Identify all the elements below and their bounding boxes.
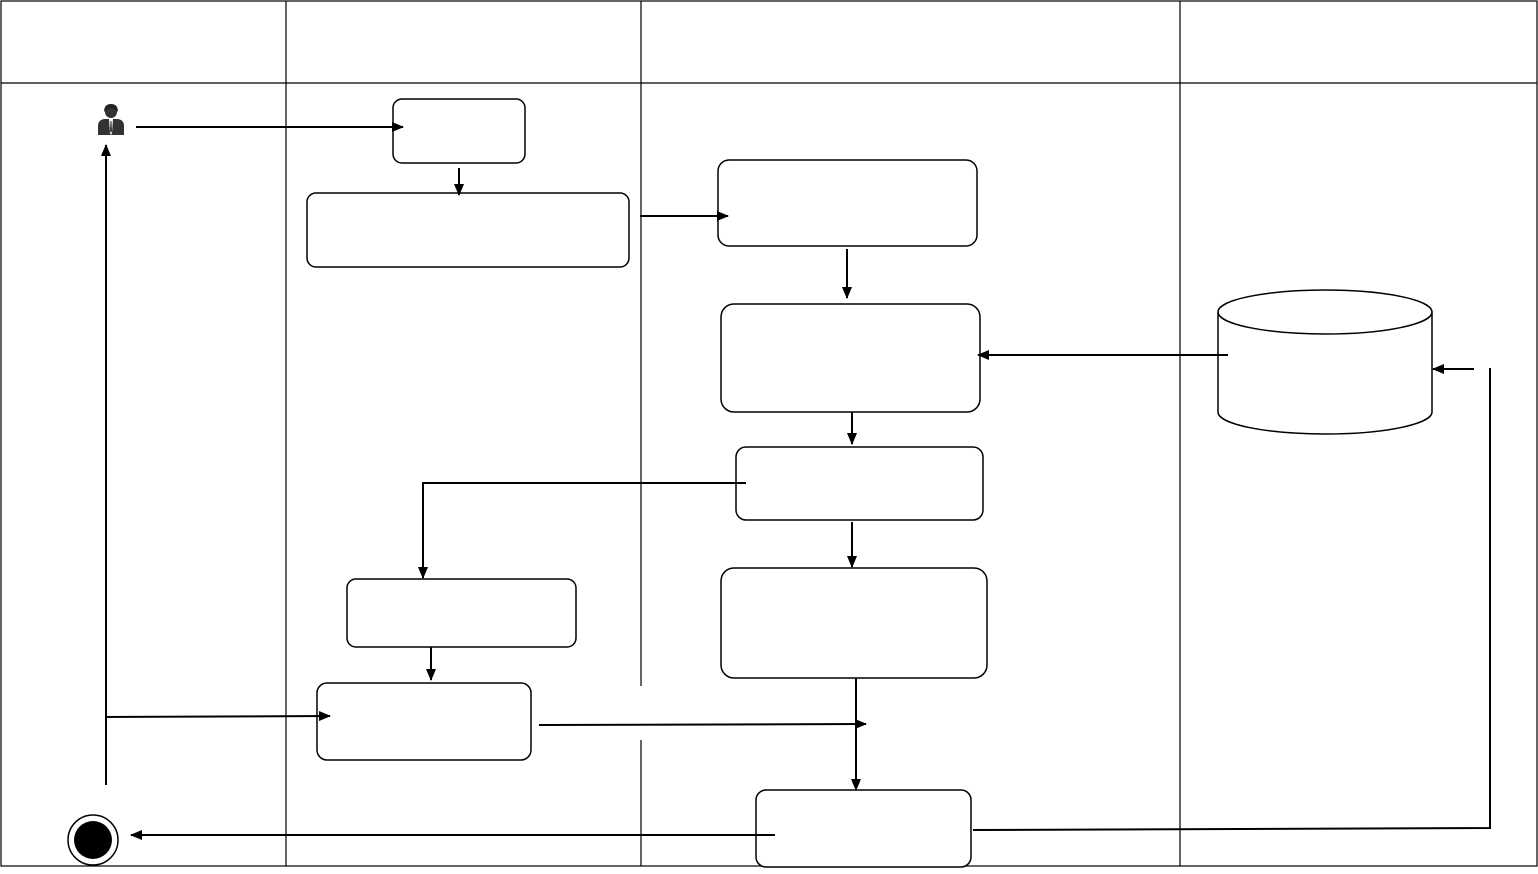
activity-nodes (306, 98, 988, 868)
activity-box-7 (346, 578, 577, 648)
activity-box-5 (735, 446, 984, 521)
activity-box-4 (720, 303, 981, 413)
database-cylinder-icon (1217, 289, 1433, 435)
activity-box-9 (755, 789, 972, 868)
edge-box8-to-merge (538, 719, 867, 730)
person-icon (98, 104, 124, 135)
activity-box-1 (392, 98, 526, 164)
edge-loop-to-box8 (105, 711, 331, 722)
edge-box5-to-box7 (418, 482, 746, 579)
edge-box9-to-database-path (972, 368, 1491, 831)
flow-edges (101, 122, 1491, 840)
activity-box-8 (316, 682, 532, 761)
activity-box-2 (306, 192, 630, 268)
end-node-icon (67, 814, 119, 866)
activity-box-3 (717, 159, 978, 247)
activity-box-6 (720, 567, 988, 679)
